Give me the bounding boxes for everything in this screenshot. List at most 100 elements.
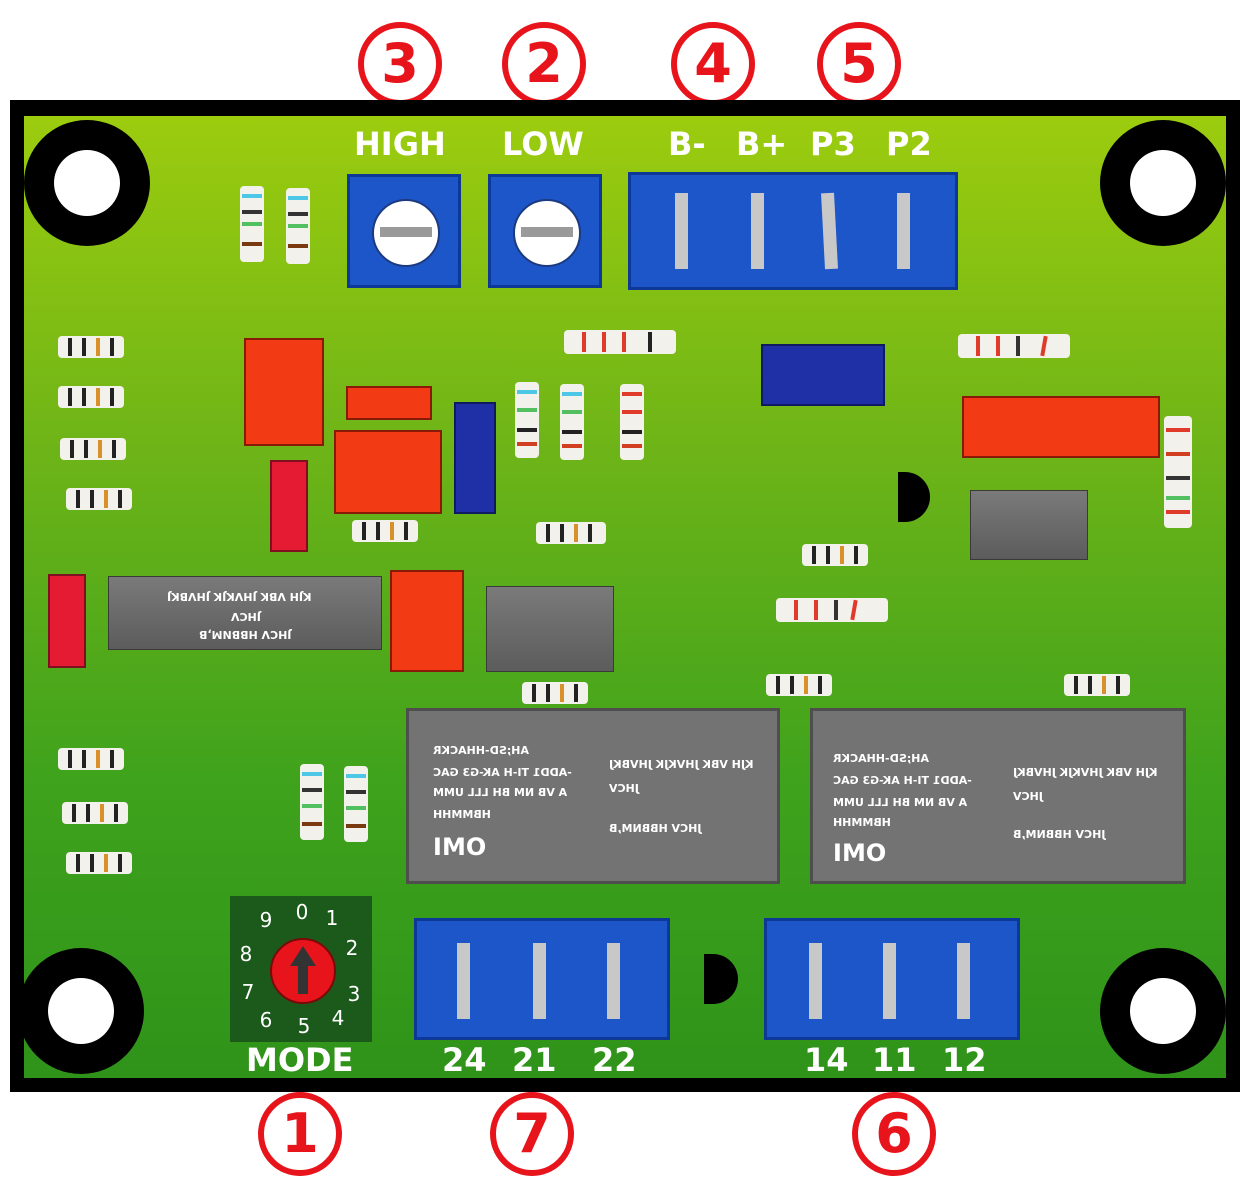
relay-text-line: JHCV HBBNM,B [1013,828,1106,841]
trim-knob[interactable] [513,199,581,267]
resistor [42,488,156,510]
resistor [620,360,644,484]
mounting-hole-bottom-right [1100,948,1226,1074]
mounting-hole-top-right [1100,120,1226,246]
terminal-pin-12 [957,943,970,1019]
label-b-plus: B+ [736,125,788,163]
resistor [752,598,912,622]
callout-3: 3 [358,22,442,106]
resistor [498,682,612,704]
resistor [1040,674,1154,696]
terminal-pin-24 [457,943,470,1019]
relay-left: OMI AH;SD-HHACKR -ADD1 TI-H AK-G3 GAC A … [406,708,780,884]
potentiometer-high[interactable] [347,174,461,288]
terminal-pin-14 [809,943,822,1019]
relay-text-line: AH;SD-HHACKR [433,744,529,757]
resistor [300,740,324,864]
capacitor [454,402,496,514]
chip-text-line: JHCV [231,610,261,623]
relay-text-line: KJH VBK JHVKJK JHVBKJ [609,758,754,771]
capacitor [486,586,614,672]
terminal-pin-b-plus [751,193,764,269]
label-terminal-12: 12 [942,1041,987,1079]
capacitor [346,386,432,420]
terminal-pin-p3 [821,192,838,270]
resistor [512,522,630,544]
resistor [240,162,264,286]
resistor [778,544,892,566]
resistor [934,334,1094,358]
label-low: LOW [502,125,584,163]
pcb-surface: HIGH LOW B- B+ P3 P2 [18,116,1226,1079]
terminal-pin-p2 [897,193,910,269]
terminal-pin-21 [533,943,546,1019]
resistor [344,742,368,866]
resistor [34,748,148,770]
dial-number: 2 [345,936,359,960]
arrow-up-icon [290,946,316,994]
dial-number: 6 [259,1008,273,1032]
relay-brand: OMI [833,839,887,867]
relay-text-line: HBMMHH [433,808,491,821]
relay-text-line: JHCV [1013,790,1043,803]
mounting-hole-top-left [24,120,150,246]
relay-text-line: KJH VBK JHVKJK JHVBKJ [1013,766,1158,779]
label-terminal-21: 21 [512,1041,557,1079]
dial-number: 4 [331,1006,345,1030]
relay-text-line: A VB NM BH LLL UMM [433,786,568,799]
label-p3: P3 [810,125,856,163]
resistor [36,438,150,460]
label-terminal-24: 24 [442,1041,487,1079]
callout-5: 5 [817,22,901,106]
terminal-pin-11 [883,943,896,1019]
chip-text-line: JHCV HBBNM,B [199,628,292,641]
mounting-hole-bottom-left [18,948,144,1074]
resistor [1164,392,1192,552]
callout-2: 2 [502,22,586,106]
dial-number: 8 [239,942,253,966]
mode-switch[interactable]: 0 1 2 3 4 5 6 7 8 9 [230,896,372,1042]
resistor [540,330,700,354]
relay-text-line: HBMMHH [833,816,891,829]
resistor [742,674,856,696]
relay-brand: OMI [433,833,487,861]
label-terminal-22: 22 [592,1041,637,1079]
ic-chip: JHCV HBBNM,B JHCV KJH VBK JHVKJK JHVBKJ [108,576,382,650]
chip-text-line: KJH VBK JHVKJK JHVBKJ [167,590,312,603]
label-terminal-11: 11 [872,1041,917,1079]
label-high: HIGH [354,125,446,163]
terminal-block-relay-left [414,918,670,1040]
resistor [286,164,310,288]
relay-text-line: AH;SD-HHACKR [833,752,929,765]
dial-number: 5 [297,1014,311,1038]
capacitor [334,430,442,514]
resistor [515,358,539,482]
resistor [560,360,584,484]
callout-4: 4 [671,22,755,106]
terminal-pin-b-minus [675,193,688,269]
label-b-minus: B- [668,125,706,163]
dial-knob[interactable] [270,938,336,1004]
trim-knob[interactable] [372,199,440,267]
capacitor [970,490,1088,560]
callout-7: 7 [490,1092,574,1176]
potentiometer-low[interactable] [488,174,602,288]
dial-number: 3 [347,982,361,1006]
relay-text-line: -ADD1 TI-H AK-G3 GAC [833,774,972,787]
relay-text-line: JHCV HBBNM,B [609,822,702,835]
capacitor [48,574,86,668]
relay-text-line: JHCV [609,782,639,795]
resistor [42,852,156,874]
resistor [34,336,148,358]
relay-right: OMI AH;SD-HHACKR -ADD1 TI-H AK-G3 GAC A … [810,708,1186,884]
dial-number: 0 [295,900,309,924]
label-terminal-14: 14 [804,1041,849,1079]
transistor [898,472,930,522]
circuit-board: HIGH LOW B- B+ P3 P2 [10,100,1240,1092]
dial-number: 1 [325,906,339,930]
label-mode: MODE [246,1041,354,1079]
label-p2: P2 [886,125,932,163]
transistor [704,954,738,1004]
callout-6: 6 [852,1092,936,1176]
capacitor [761,344,885,406]
